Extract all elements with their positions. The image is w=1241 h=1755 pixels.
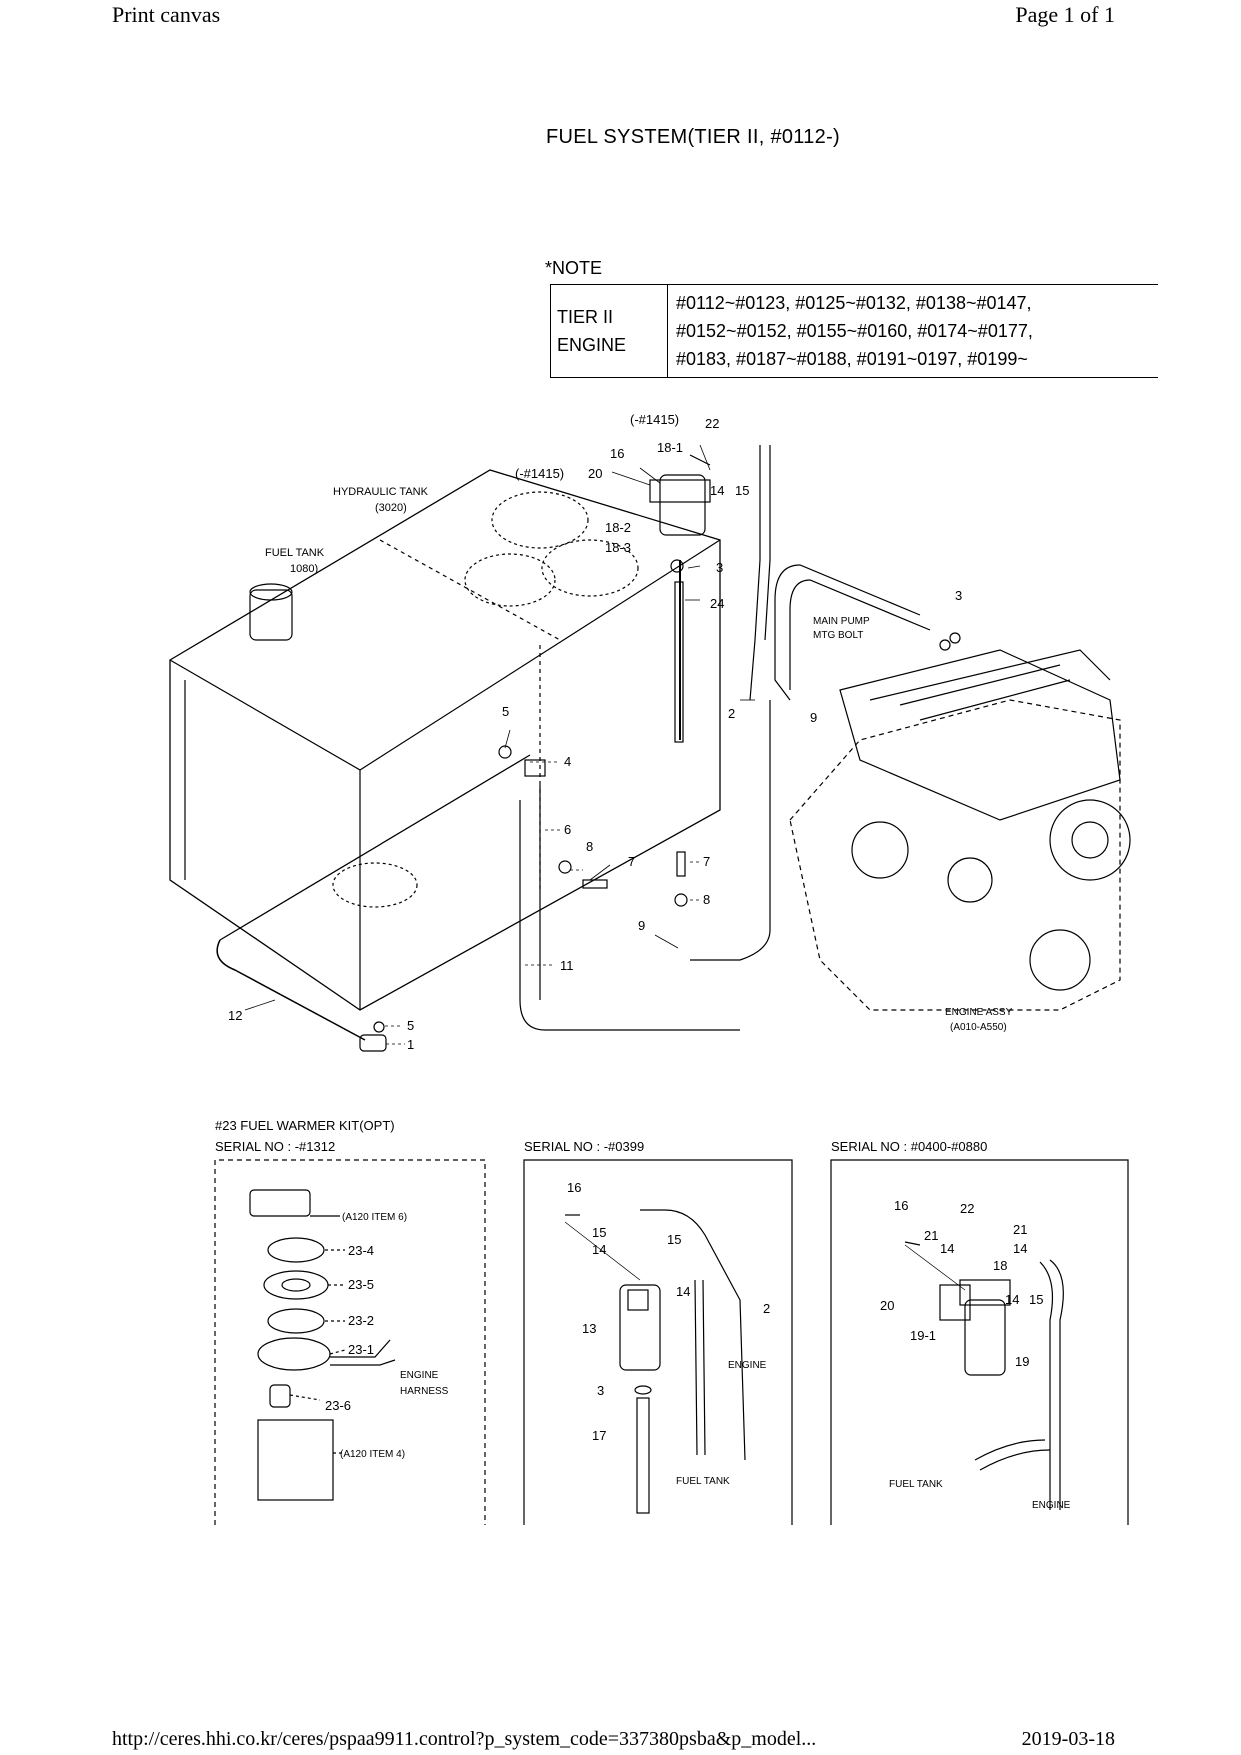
callout-number: 18-3 (605, 540, 631, 555)
kit-c-engine-label: ENGINE (1032, 1500, 1071, 1511)
fuel-tank-label: FUEL TANK (265, 547, 325, 559)
callout-number: 18-2 (605, 520, 631, 535)
callout-number: 7 (703, 854, 710, 869)
callout-number: 16 (567, 1180, 581, 1195)
note-serials: #0112~#0123, #0125~#0132, #0138~#0147, #… (667, 284, 1158, 378)
kit-panel-b-drawing (523, 1159, 793, 1525)
fuel-filter-top (649, 454, 711, 536)
callout-number: 8 (703, 892, 710, 907)
callout-number: 23-5 (348, 1277, 374, 1292)
callout-number: 16 (894, 1198, 908, 1213)
callout-number: 19-1 (910, 1328, 936, 1343)
callout-number: 11 (560, 958, 574, 973)
callout-number: 3 (955, 588, 962, 603)
callout-number: 14 (940, 1241, 954, 1256)
note-row-header-line1: TIER II (557, 307, 614, 327)
callout-number: 15 (592, 1225, 606, 1240)
callout-number: 24 (710, 596, 724, 611)
callout-number: 22 (960, 1201, 974, 1216)
engine-assy-code: (A010-A550) (950, 1022, 1007, 1033)
callout-number: 14 (676, 1284, 690, 1299)
kit-a-a120-item4: (A120 ITEM 4) (340, 1449, 405, 1460)
kit-serial-c: SERIAL NO : #0400-#0880 (831, 1139, 987, 1154)
serial-note-1415: (-#1415) (515, 466, 564, 481)
callout-number: 3 (716, 560, 723, 575)
note-row-header: TIER II ENGINE (550, 284, 668, 378)
mtg-bolt-label: MTG BOLT (813, 630, 863, 641)
callout-number: 23-6 (325, 1398, 351, 1413)
hydraulic-tank-label: HYDRAULIC TANK (333, 486, 429, 498)
kit-title: #23 FUEL WARMER KIT(OPT) (215, 1118, 395, 1133)
callout-number: 1 (407, 1037, 414, 1052)
fuel-tank-drawing (169, 469, 721, 1011)
callout-number: 22 (705, 416, 719, 431)
callout-number: 8 (586, 839, 593, 854)
callout-number: 16 (610, 446, 624, 461)
callout-number: 14 (1005, 1292, 1019, 1307)
callout-number: 2 (728, 706, 735, 721)
callout-number: 23-1 (348, 1342, 374, 1357)
callout-number: 20 (880, 1298, 894, 1313)
callout-number: 4 (564, 754, 571, 769)
callout-number: 5 (502, 704, 509, 719)
callout-number: 14 (1013, 1241, 1027, 1256)
callout-number: 13 (582, 1321, 596, 1336)
callout-number: 6 (564, 822, 571, 837)
callout-number: 15 (735, 483, 749, 498)
callout-number: 23-4 (348, 1243, 374, 1258)
callout-number: 12 (228, 1008, 242, 1023)
hydraulic-tank-code: (3020) (375, 502, 407, 514)
note-serial-line: #0152~#0152, #0155~#0160, #0174~#0177, (676, 321, 1033, 341)
kit-serial-b: SERIAL NO : -#0399 (524, 1139, 644, 1154)
callout-number: 20 (588, 466, 602, 481)
kit-a-a120-item6: (A120 ITEM 6) (342, 1212, 407, 1223)
fittings (359, 559, 961, 1052)
kit-c-fuel-tank-label: FUEL TANK (889, 1479, 943, 1490)
serial-note-1415: (-#1415) (630, 412, 679, 427)
callout-number: 21 (1013, 1222, 1027, 1237)
callout-number: 5 (407, 1018, 414, 1033)
callout-number: 17 (592, 1428, 606, 1443)
note-serial-line: #0112~#0123, #0125~#0132, #0138~#0147, (676, 293, 1032, 313)
engine-assy-label: ENGINE ASSY (945, 1007, 1013, 1018)
callout-number: 9 (810, 710, 817, 725)
callout-number: 2 (763, 1301, 770, 1316)
callout-number: 3 (597, 1383, 604, 1398)
callout-number: 14 (592, 1242, 606, 1257)
callout-number: 14 (710, 483, 724, 498)
fuel-tank-code: 1080) (290, 563, 318, 575)
kit-panel-c-drawing (830, 1159, 1129, 1525)
kit-panel-a-drawing (214, 1159, 486, 1525)
print-header-right: Page 1 of 1 (1015, 2, 1115, 27)
page-title: FUEL SYSTEM(TIER II, #0112-) (545, 126, 841, 148)
callout-number: 18-1 (657, 440, 683, 455)
callout-number: 15 (1029, 1292, 1043, 1307)
print-header-left: Print canvas (112, 2, 221, 27)
kit-b-engine-label: ENGINE (728, 1360, 767, 1371)
note-serial-line: #0183, #0187~#0188, #0191~0197, #0199~ (676, 349, 1028, 369)
engine-drawing (789, 649, 1131, 1011)
footer-date: 2019-03-18 (1021, 1728, 1115, 1750)
kit-serial-a: SERIAL NO : -#1312 (215, 1139, 335, 1154)
callout-leaders (244, 444, 755, 1045)
callout-number: 18 (993, 1258, 1007, 1273)
footer-url: http://ceres.hhi.co.kr/ceres/pspaa9911.c… (112, 1728, 817, 1750)
note-row-header-line2: ENGINE (557, 335, 627, 355)
callout-number: 9 (638, 918, 645, 933)
kit-a-engine-label: ENGINE (400, 1370, 439, 1381)
callout-number: 23-2 (348, 1313, 374, 1328)
main-pump-label: MAIN PUMP (813, 616, 870, 627)
callout-number: 15 (667, 1232, 681, 1247)
kit-a-harness-label: HARNESS (400, 1386, 449, 1397)
fuel-pipes (216, 445, 931, 1041)
callout-number: 21 (924, 1228, 938, 1243)
callout-number: 7 (628, 854, 635, 869)
kit-b-fuel-tank-label: FUEL TANK (676, 1476, 730, 1487)
note-table: TIER II ENGINE #0112~#0123, #0125~#0132,… (550, 284, 1158, 378)
callout-number: 19 (1015, 1354, 1029, 1369)
note-label: *NOTE (545, 258, 603, 278)
